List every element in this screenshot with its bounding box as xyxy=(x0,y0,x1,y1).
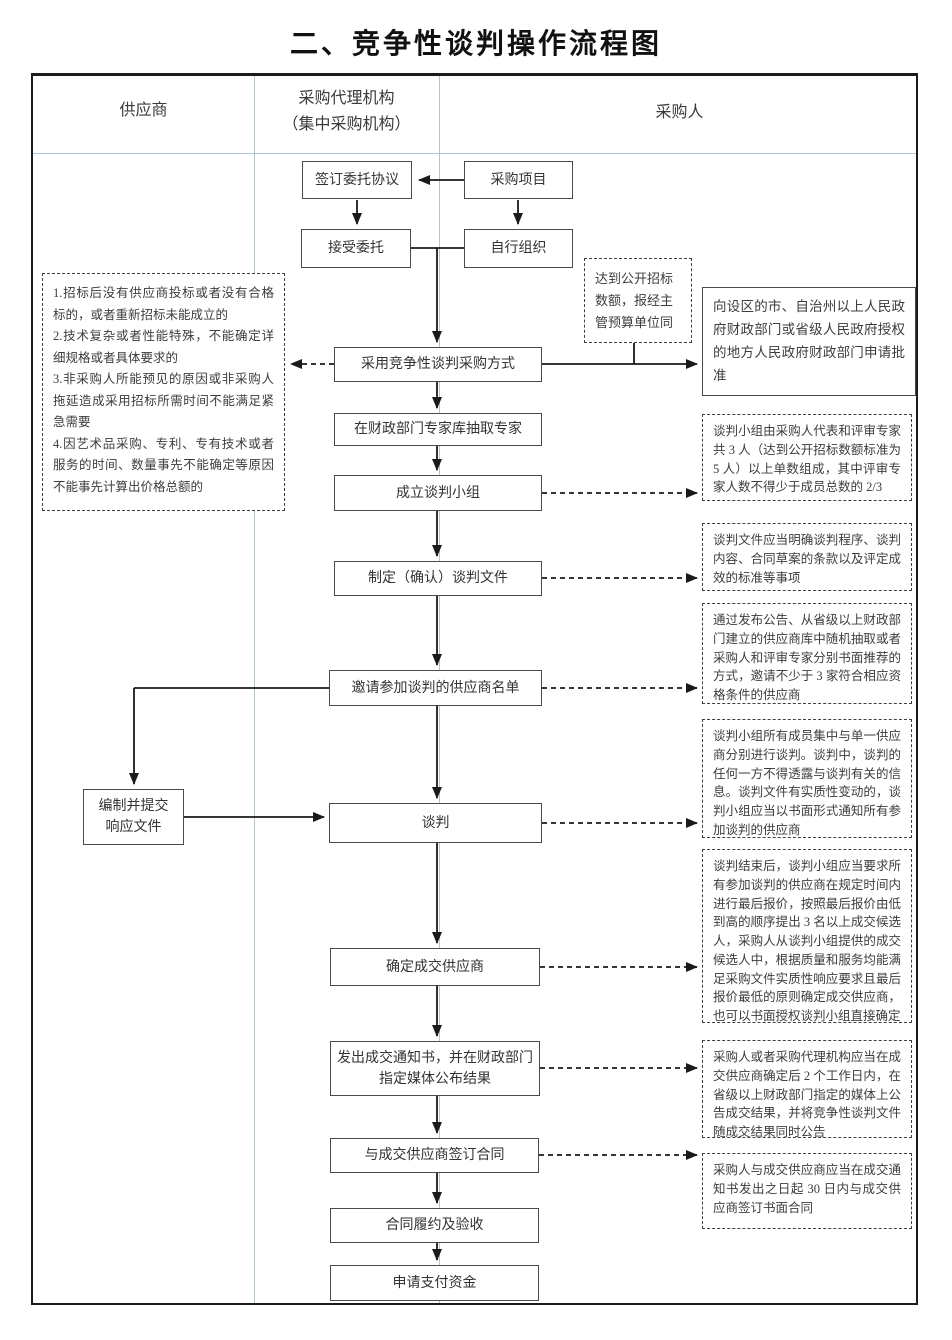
note-result-announcement: 采购人或者采购代理机构应当在成交供应商确定后 2 个工作日内，在省级以上财政部门… xyxy=(702,1040,912,1139)
column-header-purchaser: 采购人 xyxy=(655,104,704,121)
header-divider xyxy=(33,153,916,154)
flow-node-sign-contract: 与成交供应商签订合同 xyxy=(330,1138,539,1173)
flow-node-adopt-method: 采用竞争性谈判采购方式 xyxy=(334,347,542,382)
column-header-agency: 采购代理机构 （集中采购机构） xyxy=(282,90,411,133)
flow-node-determine-supplier: 确定成交供应商 xyxy=(330,948,540,986)
flow-node-self-organize: 自行组织 xyxy=(464,229,573,268)
note-apply-for-approval: 向设区的市、自治州以上人民政府财政部门或省级人民政府授权的地方人民政府财政部门申… xyxy=(702,287,916,396)
flow-node-extract-experts: 在财政部门专家库抽取专家 xyxy=(334,413,542,446)
note-group-composition: 谈判小组由采购人代表和评审专家共 3 人（达到公开招标数额标准为 5 人）以上单… xyxy=(702,414,912,501)
flow-node-negotiate: 谈判 xyxy=(329,803,542,843)
flow-node-procurement-project: 采购项目 xyxy=(464,161,573,199)
flow-node-draft-documents: 制定（确认）谈判文件 xyxy=(334,561,542,596)
note-negotiation-rules: 谈判小组所有成员集中与单一供应商分别进行谈判。谈判中，谈判的任何一方不得透露与谈… xyxy=(702,719,912,838)
note-applicable-conditions: 1.招标后没有供应商投标或者没有合格标的，或者重新招标未能成立的 2.技术复杂或… xyxy=(42,273,285,511)
lane-divider-1 xyxy=(254,76,255,1303)
note-contract-deadline: 采购人与成交供应商应当在成交通知书发出之日起 30 日内与成交供应商签订书面合同 xyxy=(702,1153,912,1229)
note-open-tender-threshold: 达到公开招标数额，报经主管预算单位同 xyxy=(584,258,692,343)
flow-node-contract-performance: 合同履约及验收 xyxy=(330,1208,539,1243)
note-final-quotation-rules: 谈判结束后，谈判小组应当要求所有参加谈判的供应商在规定时间内进行最后报价，按照最… xyxy=(702,849,912,1023)
flow-node-form-negotiation-group: 成立谈判小组 xyxy=(334,475,542,511)
page-title: 二、竞争性谈判操作流程图 xyxy=(289,29,662,60)
flowchart-frame: 供应商 采购代理机构 （集中采购机构） 采购人 xyxy=(31,73,918,1305)
flow-node-request-payment: 申请支付资金 xyxy=(330,1265,539,1301)
flow-node-prepare-response: 编制并提交 响应文件 xyxy=(83,789,184,845)
flow-node-accept-commission: 接受委托 xyxy=(301,229,411,268)
column-header-supplier: 供应商 xyxy=(119,102,168,119)
flow-node-invite-suppliers: 邀请参加谈判的供应商名单 xyxy=(329,670,542,706)
note-invitation-methods: 通过发布公告、从省级以上财政部门建立的供应商库中随机抽取或者采购人和评审专家分别… xyxy=(702,603,912,704)
flow-node-issue-notice: 发出成交通知书，并在财政部门指定媒体公布结果 xyxy=(330,1041,540,1096)
note-document-requirements: 谈判文件应当明确谈判程序、谈判内容、合同草案的条款以及评定成效的标准等事项 xyxy=(702,523,912,591)
flow-node-sign-agreement: 签订委托协议 xyxy=(302,161,412,199)
